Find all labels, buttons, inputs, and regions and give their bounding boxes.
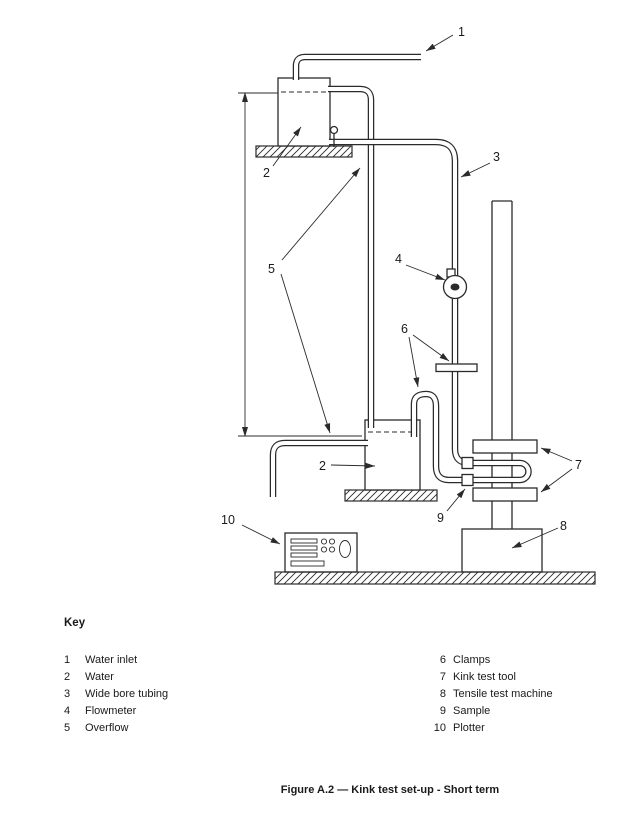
dimension-line <box>238 92 362 437</box>
upper-shelf <box>255 145 353 158</box>
key-title: Key <box>64 617 86 629</box>
key-item: 1 Water inlet <box>64 652 168 669</box>
flowmeter <box>442 268 468 300</box>
water-inlet-pipe <box>292 53 421 80</box>
ground <box>274 571 596 585</box>
key-item-label: Plotter <box>453 722 485 734</box>
plotter-button <box>328 538 336 545</box>
key-item-label: Sample <box>453 705 491 717</box>
key-item: 2 Water <box>64 669 168 686</box>
leader-7-upper <box>540 447 573 462</box>
key-column-right: 6 Clamps 7 Kink test tool 8 Tensile test… <box>428 652 553 737</box>
key-item-number: 9 <box>439 705 446 717</box>
tensile-test-machine <box>461 528 543 573</box>
plotter-knob <box>339 540 351 558</box>
plotter-slot <box>290 552 318 558</box>
overflow-pipe-lower <box>269 439 368 497</box>
tank-valve <box>329 125 339 147</box>
leader-1 <box>425 34 454 52</box>
key-item: 4 Flowmeter <box>64 703 168 720</box>
sample-fitting-lower <box>461 473 474 487</box>
plotter-slot <box>290 545 318 551</box>
dimension-arrow-down <box>242 427 248 437</box>
leader-10 <box>241 524 281 545</box>
flowmeter-float <box>450 283 460 291</box>
wide-bore-tubing <box>329 138 532 484</box>
leader-6-right <box>412 334 450 362</box>
leader-5-upper <box>281 167 361 261</box>
lower-shelf <box>344 489 438 502</box>
key-item: 5 Overflow <box>64 720 168 737</box>
plotter-button <box>320 538 328 545</box>
kink-plate-upper <box>472 439 538 454</box>
plotter <box>284 532 358 573</box>
tensile-column <box>491 200 513 530</box>
key-item-label: Kink test tool <box>453 671 516 683</box>
key-item-number: 1 <box>64 654 71 666</box>
callout-9: 9 <box>437 511 444 525</box>
kink-test-tool <box>472 439 538 502</box>
key-item-number: 2 <box>64 671 71 683</box>
callout-2-upper: 2 <box>263 166 270 180</box>
key-item-label: Water <box>85 671 114 683</box>
sample-fittings <box>461 456 474 487</box>
upper-tank <box>277 77 331 147</box>
callout-10: 10 <box>221 513 235 527</box>
leader-5-lower <box>280 273 331 434</box>
callout-7: 7 <box>575 458 582 472</box>
key-item: 10 Plotter <box>428 720 553 737</box>
kink-test-diagram: 1 2 3 4 5 6 7 8 9 10 2 <box>221 25 596 585</box>
clamp-bar <box>435 363 478 373</box>
kink-plate-lower <box>472 487 538 502</box>
key-item-label: Wide bore tubing <box>85 688 169 700</box>
callout-4: 4 <box>395 252 402 266</box>
leader-2-upper <box>272 126 302 167</box>
key-item-label: Flowmeter <box>85 705 137 717</box>
leader-4 <box>405 264 446 281</box>
plotter-button <box>328 546 336 553</box>
callouts: 1 2 3 4 5 6 7 8 9 10 2 <box>221 25 582 549</box>
key-item-label: Water inlet <box>85 654 138 666</box>
callout-5: 5 <box>268 262 275 276</box>
key-column-left: 1 Water inlet 2 Water 3 Wide bore tubing… <box>64 652 168 737</box>
key-item-number: 6 <box>439 654 446 666</box>
key-item: 7 Kink test tool <box>428 669 553 686</box>
key-item: 9 Sample <box>428 703 553 720</box>
figure-caption: Figure A.2 — Kink test set-up - Short te… <box>280 784 500 796</box>
key-item: 8 Tensile test machine <box>428 686 553 703</box>
key-item-label: Tensile test machine <box>453 688 553 700</box>
valve-handle <box>329 125 339 135</box>
callout-8: 8 <box>560 519 567 533</box>
leader-7-lower <box>540 468 573 493</box>
leader-3 <box>460 162 491 178</box>
key-item: 3 Wide bore tubing <box>64 686 168 703</box>
callout-6: 6 <box>401 322 408 336</box>
plotter-slot <box>290 538 318 544</box>
key-item-label: Overflow <box>85 722 129 734</box>
key-item-number: 10 <box>433 722 446 734</box>
key-item-number: 3 <box>64 688 71 700</box>
key-item-number: 4 <box>64 705 71 717</box>
plotter-paper-slot <box>290 560 325 567</box>
plotter-button <box>320 546 328 553</box>
sample-fitting-upper <box>461 456 474 470</box>
key-item: 6 Clamps <box>428 652 553 669</box>
key-item-number: 7 <box>439 671 446 683</box>
key-item-label: Clamps <box>453 654 491 666</box>
lower-tank-assembly <box>344 419 438 502</box>
callout-2-lower: 2 <box>319 459 326 473</box>
leader-2-lower <box>330 462 376 469</box>
leader-9 <box>446 488 466 512</box>
dimension-arrow-up <box>242 92 248 102</box>
overflow-pipe-upper <box>328 85 375 428</box>
leader-6-left <box>408 336 420 388</box>
callout-3: 3 <box>493 150 500 164</box>
key-item-number: 5 <box>64 722 71 734</box>
key-item-number: 8 <box>439 688 446 700</box>
leader-8 <box>511 527 559 549</box>
upper-tank-assembly <box>255 77 353 158</box>
callout-1: 1 <box>458 25 465 39</box>
